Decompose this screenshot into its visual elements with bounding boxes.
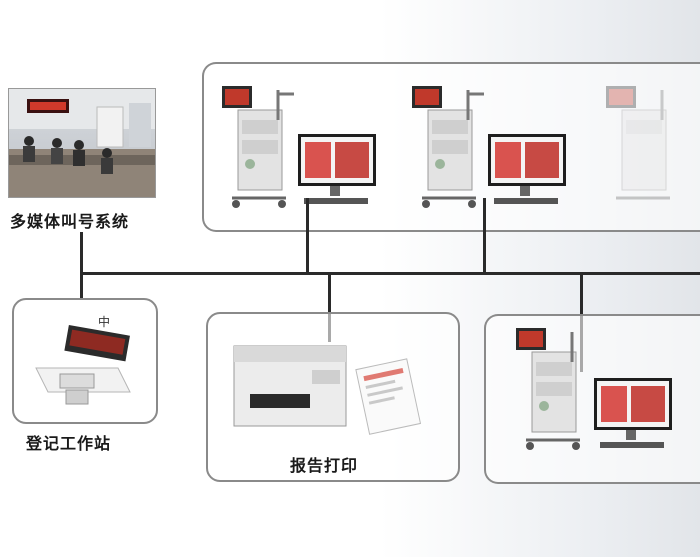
calling-system-photo bbox=[8, 88, 156, 198]
link-station-2 bbox=[483, 198, 486, 274]
endoscopy-station-3 bbox=[606, 86, 670, 200]
report-print-label: 报告打印 bbox=[290, 456, 359, 475]
registration-label: 登记工作站 bbox=[26, 434, 112, 453]
link-station-1 bbox=[306, 198, 309, 274]
network-bus bbox=[80, 272, 700, 275]
endoscopy-station-4 bbox=[516, 328, 672, 450]
endoscopy-station-2 bbox=[412, 86, 566, 208]
svg-text:中: 中 bbox=[98, 314, 110, 329]
registration-workstation: 中 bbox=[35, 314, 131, 405]
link-calling-system bbox=[80, 232, 83, 274]
link-report-print bbox=[328, 272, 331, 342]
link-registration bbox=[80, 272, 83, 300]
endoscopy-station-1 bbox=[222, 86, 376, 208]
calling-system-label: 多媒体叫号系统 bbox=[10, 212, 130, 231]
report-printer bbox=[233, 345, 422, 435]
